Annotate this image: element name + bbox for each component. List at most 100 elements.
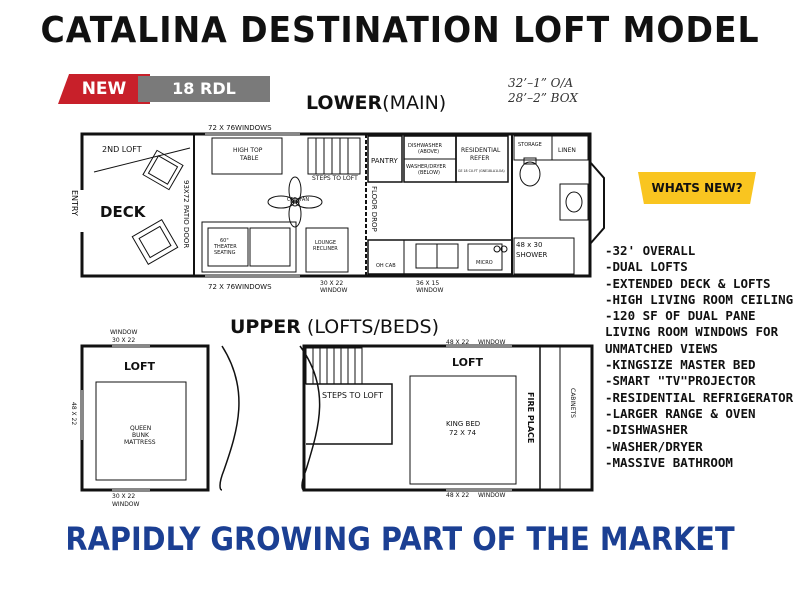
top-windows-label: 72 X 76WINDOWS: [208, 124, 272, 132]
high-top-table: [211, 137, 283, 175]
bottom-left-window-label-1: 30 X 22: [112, 493, 135, 500]
pantry-label: PANTRY: [371, 157, 398, 165]
queen-label-3: MATTRESS: [124, 439, 156, 446]
feature-item: -HIGH LIVING ROOM CEILING: [605, 291, 794, 307]
recliner-label-2: RECLINER: [313, 246, 338, 252]
dishwasher-label-2: (ABOVE): [418, 149, 439, 155]
feature-item: -32' OVERALL: [605, 243, 696, 258]
theater-label-2: THEATER: [213, 244, 237, 250]
feature-item: LIVING ROOM WINDOWS FOR: [605, 324, 779, 340]
recliner-label-1: LOUNGE: [315, 240, 336, 246]
right-loft-wall: [302, 344, 594, 492]
storage-label: STORAGE: [518, 142, 542, 148]
king-label-1: KING BED: [446, 420, 480, 428]
feature-item: -RESIDENTIAL REFRIGERATOR: [605, 389, 794, 405]
feature-item: -120 SF OF DUAL PANE: [605, 308, 756, 324]
washer-label-1: WASHER/DRYER: [406, 164, 447, 170]
bottom-right-window-label-1: 48 X 22: [446, 492, 469, 499]
upper-labels: LOFT LOFT QUEEN BUNK MATTRESS KING BED 7…: [70, 329, 576, 508]
table-label-1: HIGH TOP: [233, 147, 263, 154]
page-title: CATALINA DESTINATION LOFT MODEL: [40, 10, 760, 51]
linen: [551, 135, 589, 161]
dims-box: 28’–2” BOX: [508, 91, 578, 105]
refrigerator: [455, 135, 509, 183]
right-loft-label: LOFT: [452, 356, 483, 369]
table-label-2: TABLE: [239, 155, 259, 162]
oh-cab-label: OH CAB: [376, 263, 396, 269]
linen-label: LINEN: [558, 147, 576, 154]
pantry: [367, 135, 403, 183]
feature-item: -LARGER RANGE & OVEN: [605, 405, 756, 421]
sink: [559, 183, 589, 221]
storage: [513, 135, 553, 161]
shower: [513, 237, 575, 275]
top-left-window-label-1: WINDOW: [110, 329, 138, 336]
new-badge: NEW: [58, 74, 150, 104]
micro-label: MICRO: [476, 260, 493, 266]
dims-overall: 32’–1” O/A: [508, 76, 574, 90]
theater-label-3: SEATING: [214, 250, 236, 256]
deck-label: DECK: [100, 203, 147, 221]
feature-item: -WASHER/DRYER: [605, 438, 703, 454]
feature-item: -DUAL LOFTS: [605, 259, 688, 275]
feature-item: -SMART "TV"PROJECTOR: [605, 373, 756, 389]
bottom-windows-label: 72 X 76WINDOWS: [208, 283, 272, 291]
entry-label: ENTRY: [70, 190, 79, 216]
feature-item: UNMATCHED VIEWS: [605, 340, 718, 356]
theater-seat-left: [207, 227, 249, 267]
refer-label-3: GE 18 CU.FT (GNE18LA1LOA): [458, 169, 505, 173]
bottom-left-window-label-2: WINDOW: [112, 501, 140, 508]
feature-item: -KINGSIZE MASTER BED: [605, 357, 756, 373]
queen-label-1: QUEEN: [130, 425, 151, 432]
feature-item: -MASSIVE BATHROOM: [605, 454, 733, 470]
mid-window-label-2: WINDOW: [320, 287, 348, 294]
ceiling-fan: [267, 176, 323, 228]
open-curve-left: [219, 345, 240, 491]
lower-labels: 2ND LOFT DECK ENTRY 93X72 PATIO DOOR HIG…: [70, 124, 576, 294]
lower-steps: [307, 137, 361, 175]
fire-place-label: FIRE PLACE: [526, 392, 535, 443]
queen-label-2: BUNK: [132, 432, 150, 439]
theater-seating: [201, 221, 297, 273]
left-loft-label: LOFT: [124, 360, 155, 373]
loft-diagonal: [93, 147, 191, 173]
bottom-right-window-label-2: WINDOW: [478, 492, 506, 499]
theater-seat-right: [249, 227, 291, 267]
stair-rail: [306, 383, 393, 445]
top-right-window-label-1: 48 X 22: [446, 339, 469, 346]
open-curve-right: [299, 345, 321, 491]
washer-label-2: (BELOW): [418, 170, 440, 176]
lower-floor-label: LOWER(MAIN): [306, 92, 446, 114]
dishwasher-label-1: DISHWASHER: [408, 143, 442, 149]
top-left-window-label-2: 30 X 22: [112, 337, 135, 344]
lower-steps-label: STEPS TO LOFT: [312, 175, 358, 182]
king-label-2: 72 X 74: [449, 429, 477, 437]
microwave: [467, 243, 503, 271]
feature-item: -EXTENDED DECK & LOFTS: [605, 275, 771, 291]
floor-drop-label: FLOOR DROP: [370, 186, 378, 232]
king-bed: [409, 375, 517, 485]
upper-steps-label: STEPS TO LOFT: [322, 391, 383, 400]
shower-label-2: SHOWER: [516, 251, 548, 259]
dimensions-note: 32’–1” O/A 28’–2” BOX: [508, 76, 578, 106]
lower-label-rest: (MAIN): [382, 92, 447, 114]
refer-label-2: REFER: [470, 155, 489, 162]
kitchen-window-label-2: WINDOW: [416, 287, 444, 294]
kitchen-window-label-1: 36 X 15: [416, 280, 439, 287]
lower-floor-plan: [80, 132, 605, 278]
shower-label-1: 48 x 30: [516, 241, 542, 249]
whats-new-banner: WHATS NEW?: [638, 172, 756, 204]
cabinets-label: CABINETS: [569, 388, 576, 418]
queen-mattress: [95, 381, 187, 481]
deck-chair-top: [142, 149, 184, 191]
toilet: [519, 161, 541, 187]
kitchen-counter: [367, 239, 513, 275]
hitch: [589, 161, 605, 245]
top-right-window-label-2: WINDOW: [478, 339, 506, 346]
footer-tagline: RAPIDLY GROWING PART OF THE MARKET: [65, 520, 735, 558]
refer-label-1: RESIDENTIAL: [461, 147, 501, 154]
side-window-label: 48 X 22: [70, 402, 77, 425]
recliner: [305, 227, 349, 273]
theater-label-1: 60": [220, 238, 229, 244]
